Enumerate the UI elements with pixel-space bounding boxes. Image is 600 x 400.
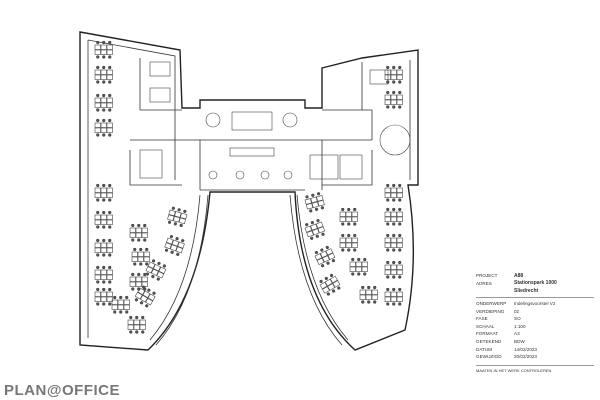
desk-cluster: [129, 272, 148, 291]
desk-cluster: [339, 233, 358, 252]
adres-value-1: Stationspark 1000: [514, 280, 557, 287]
desk-cluster: [129, 223, 148, 242]
desk-clusters: [94, 40, 403, 334]
desk-cluster: [384, 260, 403, 279]
desk-cluster: [94, 40, 113, 59]
desk-cluster: [111, 295, 130, 314]
row-label: GEWIJZIGD: [476, 354, 502, 360]
desk-cluster: [339, 207, 358, 226]
title-block-footer: MAATEN IN HET WERK CONTROLEREN: [476, 364, 594, 373]
desk-cluster: [167, 206, 188, 228]
row-value: BDW: [514, 339, 525, 345]
row-label: FASE: [476, 316, 488, 322]
desk-cluster: [314, 245, 336, 268]
row-value: A3: [514, 331, 520, 337]
row-label: DATUM: [476, 346, 492, 352]
desk-cluster: [94, 118, 113, 137]
project-value: A88: [514, 272, 524, 279]
adres-label: ADRES: [476, 280, 492, 286]
row-label: GETEKEND: [476, 339, 502, 345]
row-value: 20/02/2023: [514, 354, 537, 360]
title-block: PROJECT A88 ADRES Stationspark 1000 Sliedr…: [476, 272, 594, 373]
row-label: VERDIEPING: [476, 308, 505, 314]
desk-cluster: [94, 65, 113, 84]
desk-cluster: [359, 285, 378, 304]
row-value: 02: [514, 308, 520, 314]
desk-cluster: [145, 259, 167, 281]
desk-cluster: [134, 285, 156, 308]
row-value: 14/02/2023: [514, 346, 537, 352]
desk-cluster: [384, 90, 403, 109]
row-label: ONDERWERP: [476, 301, 507, 307]
desk-cluster: [384, 65, 403, 84]
desk-cluster: [384, 287, 403, 306]
desk-cluster: [94, 210, 113, 229]
desk-cluster: [349, 257, 368, 276]
desk-cluster: [384, 233, 403, 252]
desk-cluster: [127, 315, 146, 334]
desk-cluster: [304, 192, 325, 213]
desk-cluster: [131, 247, 150, 266]
desk-cluster: [94, 287, 113, 306]
row-value: 1:100: [514, 323, 526, 329]
desk-cluster: [94, 238, 113, 257]
desk-cluster: [94, 183, 113, 202]
desk-cluster: [384, 207, 403, 226]
desk-cluster: [319, 273, 341, 296]
desk-cluster: [94, 93, 113, 112]
desk-cluster: [164, 234, 185, 256]
row-label: SCHAAL: [476, 323, 495, 329]
project-label: PROJECT: [476, 273, 498, 279]
row-value: SO: [514, 316, 521, 322]
desk-cluster: [384, 183, 403, 202]
desk-cluster: [304, 219, 326, 240]
desk-cluster: [94, 265, 113, 284]
row-value: Indelingsvoorstel V2: [514, 301, 556, 307]
adres-value-2: Sliedrecht: [514, 287, 539, 294]
row-label: FORMAAT: [476, 331, 499, 337]
company-logo: PLAN@OFFICE: [4, 382, 120, 399]
